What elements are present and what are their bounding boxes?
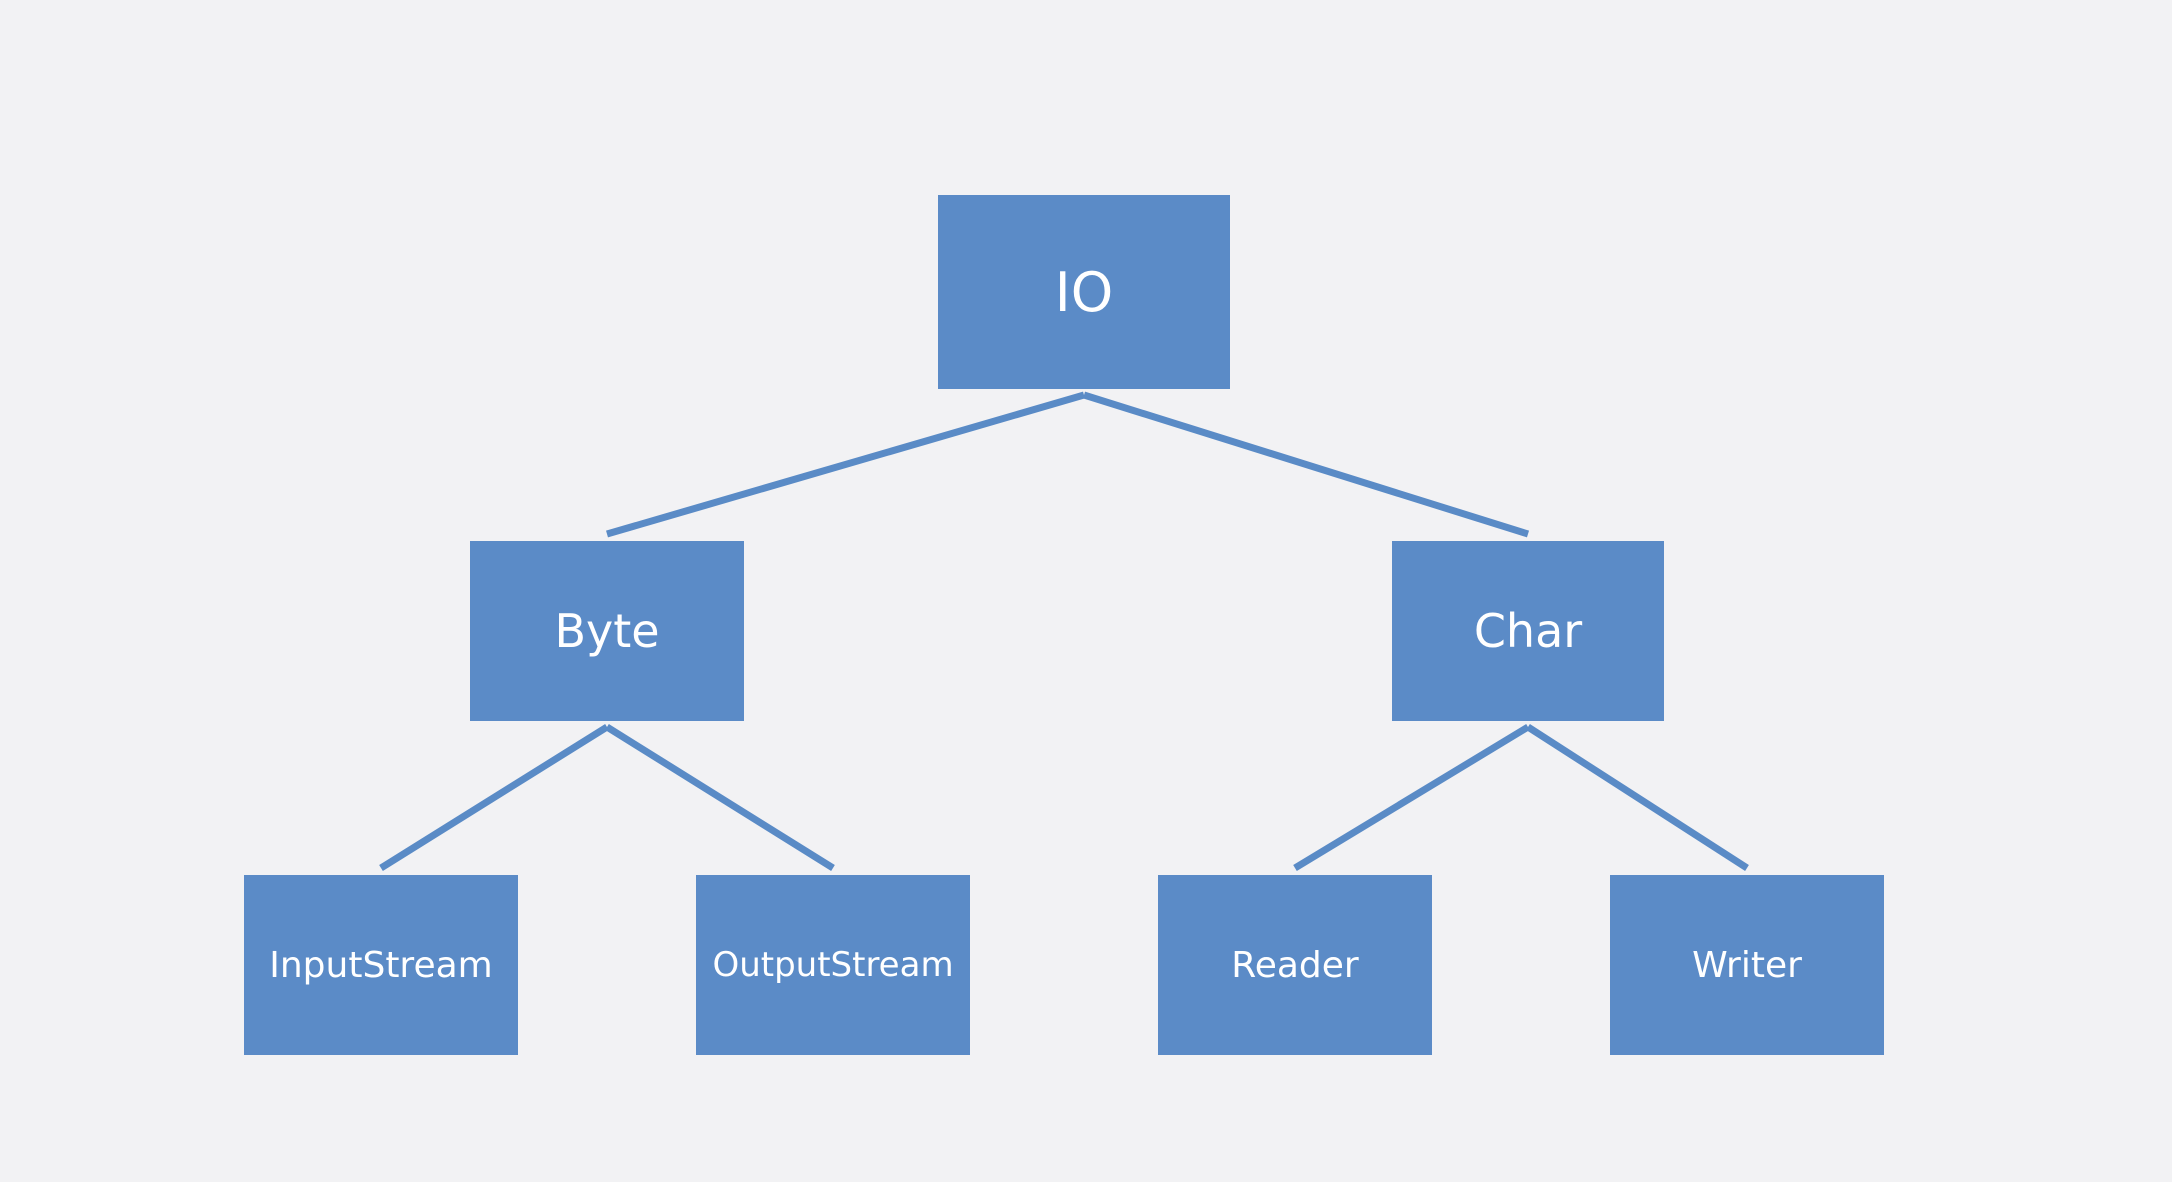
node-writer: Writer	[1610, 875, 1884, 1055]
node-outputstream-label: OutputStream	[712, 945, 954, 985]
node-outputstream: OutputStream	[696, 875, 970, 1055]
node-byte: Byte	[470, 541, 744, 721]
node-io-label: IO	[1054, 260, 1114, 324]
node-inputstream: InputStream	[244, 875, 518, 1055]
node-writer-label: Writer	[1692, 944, 1802, 986]
node-char-label: Char	[1473, 604, 1583, 658]
edge-byte-inputstream	[379, 724, 609, 871]
edge-char-writer	[1526, 724, 1749, 871]
edge-io-char	[1082, 391, 1530, 538]
node-inputstream-label: InputStream	[269, 944, 493, 986]
edge-io-byte	[606, 391, 1085, 538]
node-reader-label: Reader	[1231, 944, 1359, 986]
node-byte-label: Byte	[554, 604, 660, 658]
node-char: Char	[1392, 541, 1664, 721]
edge-byte-outputstream	[605, 724, 835, 871]
node-io: IO	[938, 195, 1230, 389]
node-reader: Reader	[1158, 875, 1432, 1055]
edge-char-reader	[1293, 724, 1530, 871]
